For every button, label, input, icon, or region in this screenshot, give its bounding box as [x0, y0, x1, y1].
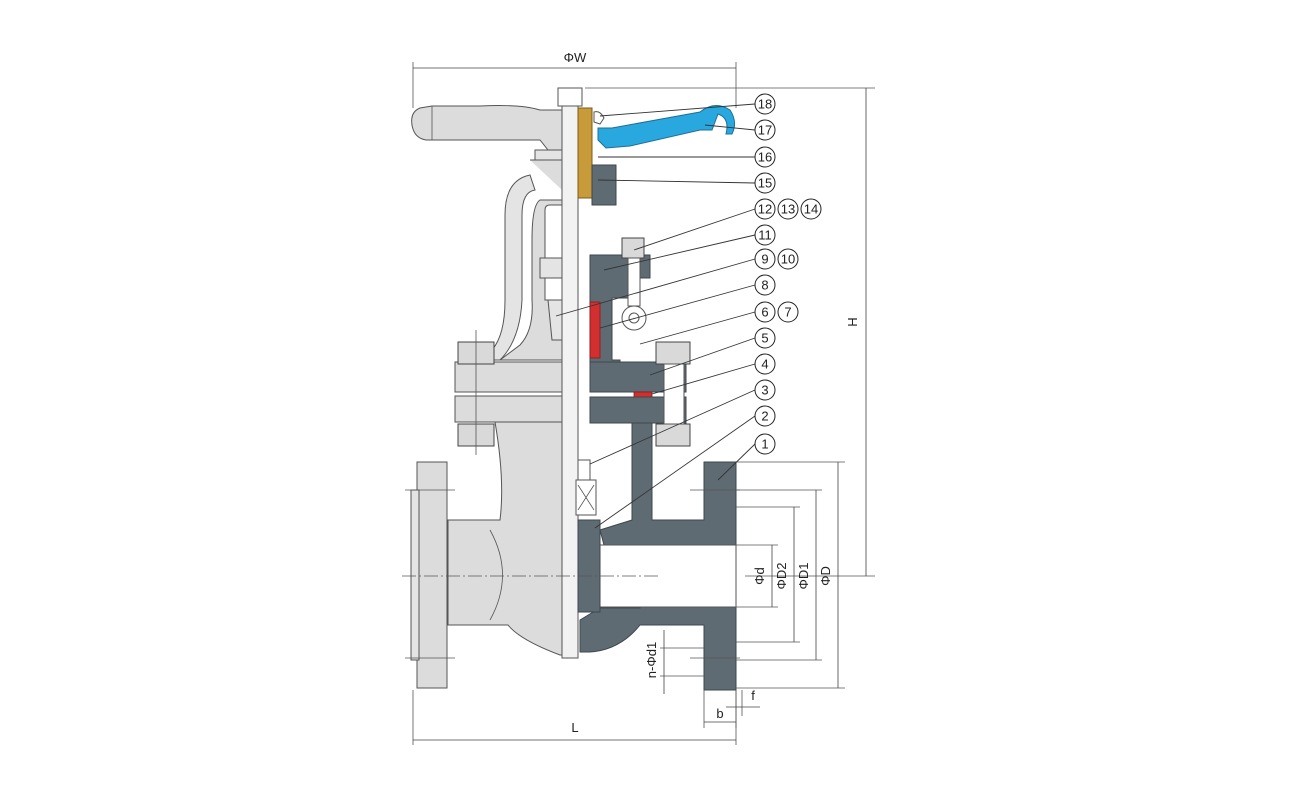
callout-13-label: 13	[781, 202, 795, 217]
dim-b: b	[716, 706, 723, 721]
callout-18-label: 18	[758, 97, 772, 112]
lever-handle	[597, 105, 736, 149]
leader-3	[589, 389, 756, 465]
bonnet-bolt-right	[663, 363, 685, 425]
callout-18: 18	[754, 93, 776, 115]
callout-4: 4	[754, 353, 776, 375]
valve-body-left	[447, 421, 579, 656]
callout-11-label: 11	[758, 228, 772, 243]
leader-2	[594, 415, 756, 529]
callout-leaders	[555, 103, 756, 529]
callout-12-label: 12	[758, 202, 772, 217]
callout-9-10: 9 10	[754, 248, 799, 270]
dim-phid-outer: ΦD	[818, 566, 833, 586]
callout-3: 3	[754, 379, 776, 401]
stem-top	[557, 87, 583, 107]
callout-17: 17	[754, 119, 776, 141]
callout-6-7: 6 7	[754, 301, 799, 323]
callout-3-label: 3	[761, 383, 768, 398]
bonnet-nut-top-right	[655, 341, 691, 365]
stem-end	[577, 459, 591, 481]
callout-16-label: 16	[758, 150, 772, 165]
gate-wedge	[577, 519, 601, 613]
callout-1: 1	[754, 433, 776, 455]
yoke-nut-housing	[591, 164, 617, 206]
dim-phiw: ΦW	[564, 50, 587, 65]
callout-16: 16	[754, 146, 776, 168]
callout-2: 2	[754, 405, 776, 427]
body-contour	[489, 529, 503, 621]
callout-7-label: 7	[784, 305, 791, 320]
callout-12-13-14: 12 13 14	[754, 198, 822, 220]
callout-2-label: 2	[761, 409, 768, 424]
bonnet-flange-left	[454, 361, 579, 393]
callout-8-label: 8	[761, 278, 768, 293]
leader-9	[555, 258, 756, 317]
grease-fitting	[593, 111, 605, 125]
dim-phid2: ΦD2	[774, 563, 789, 590]
callout-bubbles: 18 17 16 15 12 13 14 11 9	[754, 93, 822, 455]
callout-6-label: 6	[761, 305, 768, 320]
callout-4-label: 4	[761, 357, 768, 372]
leader-18	[599, 103, 756, 117]
callout-8: 8	[754, 274, 776, 296]
leader-17	[704, 124, 756, 131]
dim-phid1: ΦD1	[796, 563, 811, 590]
eyebolt	[627, 257, 641, 307]
valve-stem	[561, 87, 579, 659]
callout-1-label: 1	[761, 437, 768, 452]
leader-15	[597, 179, 756, 184]
callout-10-label: 10	[781, 252, 795, 267]
bonnet-nut-bottom-right	[655, 423, 691, 447]
leader-6	[639, 311, 756, 345]
callout-11: 11	[754, 224, 776, 246]
valve-exterior-half	[405, 105, 579, 689]
dim-f: f	[751, 688, 755, 703]
callout-15-label: 15	[758, 176, 772, 191]
valve-section-half	[575, 105, 740, 691]
body-flange-left	[454, 395, 579, 423]
callout-5: 5	[754, 327, 776, 349]
dim-phid: Φd	[752, 567, 767, 585]
handwheel	[411, 105, 579, 151]
leader-12	[633, 208, 756, 251]
leader-1	[717, 443, 756, 481]
leader-4	[651, 363, 756, 395]
flow-bore	[597, 544, 737, 608]
callout-15: 15	[754, 172, 776, 194]
leader-11	[603, 234, 756, 271]
leader-8	[599, 284, 756, 329]
callout-14-label: 14	[804, 202, 818, 217]
dimension-lines: ΦW H L Φd ΦD2 ΦD1 ΦD n-Φd	[412, 50, 875, 745]
end-flange-left	[416, 461, 448, 689]
yoke-sleeve	[577, 107, 593, 199]
dim-n-phid1: n-Φd1	[644, 642, 659, 678]
raised-face-left	[410, 489, 420, 661]
eyebolt-pin	[628, 312, 640, 324]
callout-17-label: 17	[758, 123, 772, 138]
packing	[589, 301, 601, 359]
callout-5-label: 5	[761, 331, 768, 346]
wedge-cross-2	[577, 484, 595, 511]
dim-h: H	[845, 317, 860, 326]
bonnet-gasket	[633, 391, 653, 398]
callout-9-label: 9	[761, 252, 768, 267]
dim-l: L	[571, 720, 578, 735]
yoke-arm	[473, 174, 536, 361]
leader-5	[649, 337, 756, 376]
